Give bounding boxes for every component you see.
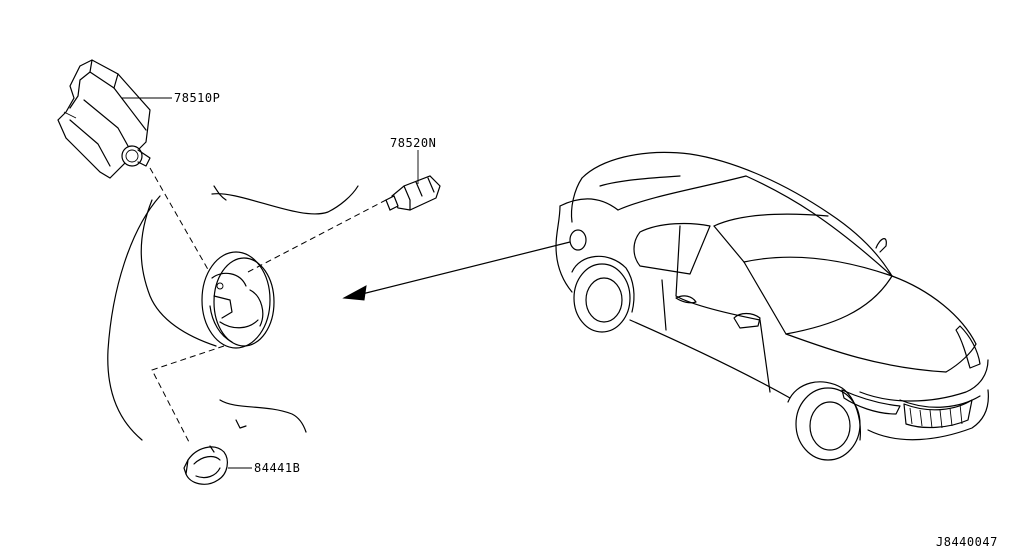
dash-pocket-to-bulb [247,199,387,273]
diagram-code: J8440047 [936,535,998,549]
bulb-socket [385,175,441,211]
dash-actuator-to-pocket [149,167,215,281]
part-label-78520N: 78520N [390,136,437,150]
location-arrow [342,241,571,301]
dash-pocket-to-clip [151,345,225,445]
car-illustration [555,151,989,461]
clip-84441B [183,445,228,485]
fuel-filler-pocket [201,251,275,349]
body-panel [107,185,359,441]
fuel-lid-actuator [57,59,151,179]
part-label-84441B: 84441B [254,461,301,475]
part-label-78510P: 78510P [174,91,221,105]
